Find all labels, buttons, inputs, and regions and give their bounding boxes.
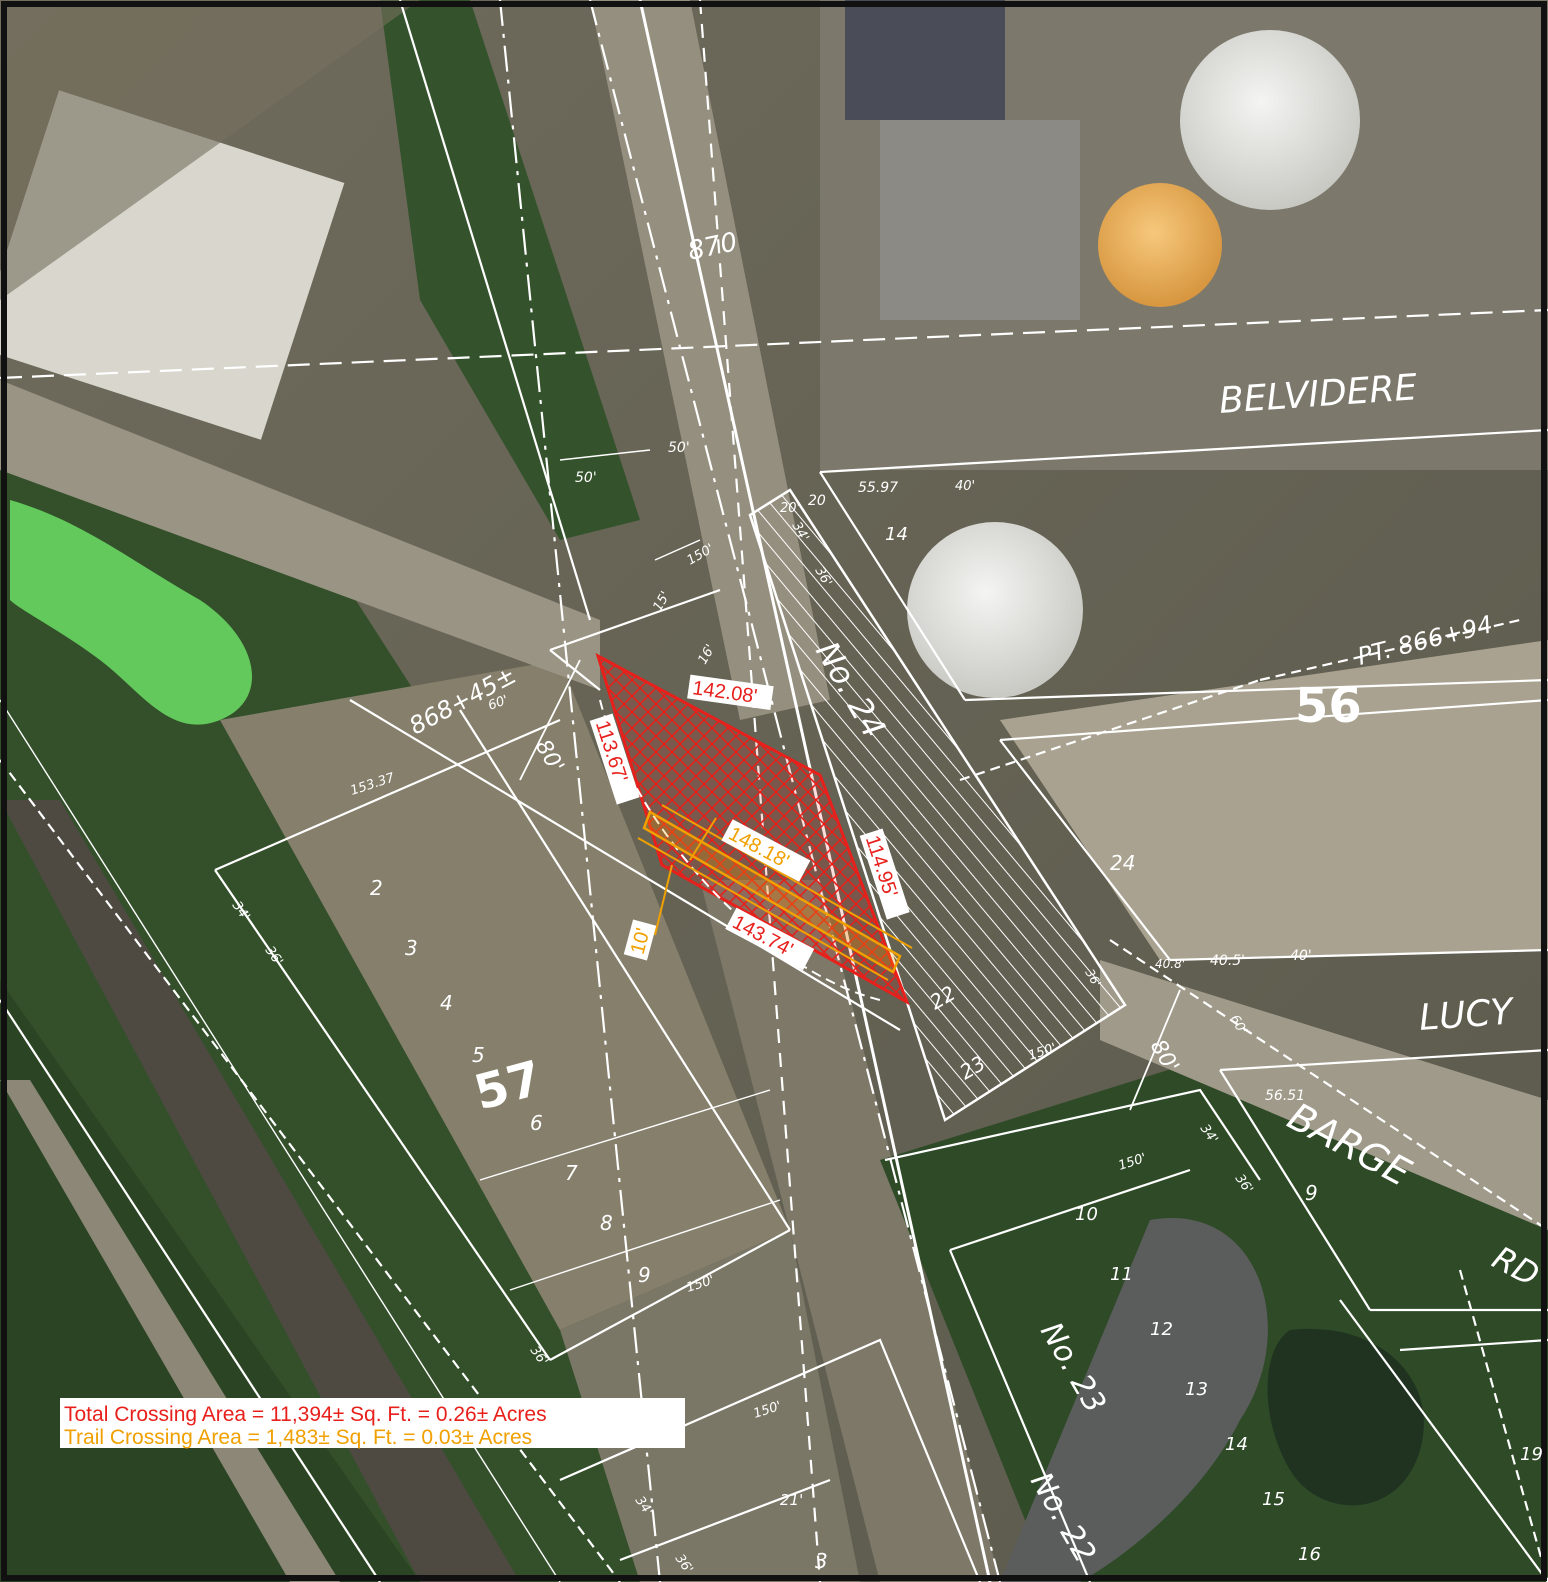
legend-total-area: Total Crossing Area = 11,394± Sq. Ft. = … — [64, 1403, 547, 1426]
lot-4: 4 — [440, 991, 453, 1015]
lot-19: 19 — [1520, 1444, 1543, 1465]
dim-55-97: 55.97 — [858, 480, 898, 496]
lot-9: 9 — [638, 1263, 651, 1287]
crossing-dimensions: 142.08' 113.67' 114.95' 143.74' 148.18' … — [589, 674, 910, 971]
lot-14: 14 — [1225, 1434, 1248, 1455]
highway — [0, 1080, 340, 1582]
lot-16: 16 — [1298, 1544, 1321, 1565]
lot-7: 7 — [565, 1161, 578, 1185]
dim-40-a: 40' — [955, 479, 975, 494]
storage-tank-2 — [1098, 183, 1222, 307]
tract-no24-hatch — [748, 488, 1127, 1122]
pond-2 — [1267, 1328, 1424, 1506]
lot-8: 8 — [600, 1211, 613, 1235]
road-west — [0, 380, 600, 690]
lot-11: 11 — [1110, 1264, 1133, 1285]
dim-40-5: 40.5' — [1210, 953, 1245, 969]
lot-3: 3 — [405, 936, 418, 960]
industrial-building — [845, 0, 1005, 120]
block-56: 56 — [1295, 678, 1362, 734]
road-south — [700, 880, 1000, 1582]
dim-40-b: 40' — [1290, 948, 1312, 964]
trail-crossing — [637, 804, 913, 981]
lot-15: 15 — [1262, 1489, 1285, 1510]
street-lucy: LUCY — [1418, 991, 1517, 1039]
rail-corridor — [0, 800, 520, 1582]
area-legend: Total Crossing Area = 11,394± Sq. Ft. = … — [60, 1398, 685, 1449]
lot-12: 12 — [1150, 1319, 1173, 1340]
lot-14-north: 14 — [885, 524, 908, 545]
pond — [10, 500, 253, 725]
lot-numbers: 2 3 4 5 6 7 8 9 3 9 10 11 12 13 14 15 16… — [370, 493, 1543, 1573]
lot-3-south: 3 — [815, 1549, 828, 1573]
storage-tank-1 — [1180, 30, 1360, 210]
parking-lot-57 — [220, 660, 790, 1330]
lot-24: 24 — [1110, 851, 1135, 875]
dim-50-b: 50' — [668, 440, 690, 456]
dim-60-a: 60' — [486, 693, 510, 714]
curved-road — [1000, 1217, 1268, 1582]
lot-20: 20 — [808, 493, 826, 509]
dim-56-51: 56.51 — [1265, 1088, 1305, 1104]
dim-40-8: 40.8' — [1155, 957, 1185, 971]
dim-50-a: 50' — [575, 470, 597, 486]
dim-20: 20' — [780, 501, 800, 516]
lot-10: 10 — [1075, 1204, 1098, 1225]
lot-13: 13 — [1185, 1379, 1208, 1400]
legend-trail-area: Trail Crossing Area = 1,483± Sq. Ft. = 0… — [64, 1426, 532, 1449]
lot-5: 5 — [472, 1043, 485, 1067]
storage-tank-3 — [907, 522, 1083, 698]
dim-21: 21' — [780, 1491, 803, 1509]
lot-6: 6 — [530, 1111, 543, 1135]
trail-polygon — [642, 810, 902, 974]
lot-2: 2 — [370, 876, 383, 900]
lot-9-east: 9 — [1305, 1181, 1318, 1205]
